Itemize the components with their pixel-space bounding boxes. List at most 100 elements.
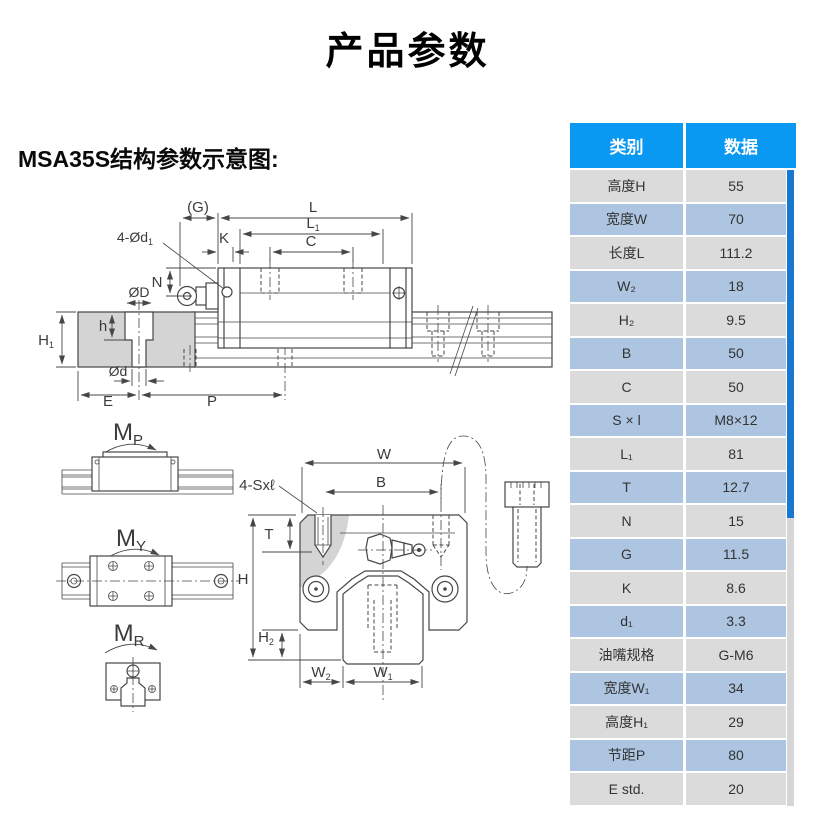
dim-label: W2 xyxy=(311,664,330,682)
param-label-cell: G xyxy=(570,538,683,570)
cap-screw xyxy=(504,481,550,568)
param-value-cell: 111.2 xyxy=(686,237,786,269)
dim-label: H2 xyxy=(258,629,274,647)
param-label-cell: H₂ xyxy=(570,304,683,336)
carriage-screws xyxy=(108,561,154,601)
param-label-cell: K xyxy=(570,572,683,604)
param-value-cell: 12.7 xyxy=(686,471,786,503)
param-value-cell: G-M6 xyxy=(686,639,786,671)
param-value-cell: 15 xyxy=(686,505,786,537)
dim-label: MP xyxy=(113,419,143,449)
bolt-leader xyxy=(440,435,528,595)
param-label-cell: C xyxy=(570,371,683,403)
param-value-cell: M8×12 xyxy=(686,404,786,436)
dim-label: C xyxy=(306,233,317,250)
param-value-cell: 29 xyxy=(686,706,786,738)
param-value-cell: 34 xyxy=(686,672,786,704)
dim-label: L1 xyxy=(306,215,319,233)
dim-label: h xyxy=(99,318,107,335)
page-title: 产品参数 xyxy=(325,31,490,73)
grease-nipple-front xyxy=(358,533,432,565)
param-label-cell: E std. xyxy=(570,773,683,805)
side-view xyxy=(56,213,553,401)
param-value-cell: 50 xyxy=(686,371,786,403)
dim-label: ØD xyxy=(129,284,150,300)
param-label-cell: 长度L xyxy=(570,237,683,269)
param-value-cell: 9.5 xyxy=(686,304,786,336)
table-scrollbar-thumb[interactable] xyxy=(787,170,794,518)
dim-label: 4-Sxℓ xyxy=(239,477,275,494)
dim-label: MR xyxy=(114,620,145,650)
param-label-cell: 节距P xyxy=(570,739,683,771)
param-label-cell: 高度H xyxy=(570,170,683,202)
table-scrollbar-track[interactable] xyxy=(787,170,794,806)
dim-label: H xyxy=(238,571,249,588)
column-header-category: 类别 xyxy=(570,123,683,168)
dim-label: E xyxy=(103,393,113,410)
dim-label: T xyxy=(264,526,273,543)
param-label-cell: 宽度W₁ xyxy=(570,672,683,704)
dim-label: Ød xyxy=(109,363,128,379)
table-header-row: 类别 数据 xyxy=(570,123,796,168)
param-label-cell: S × l xyxy=(570,404,683,436)
d1-hole xyxy=(221,286,233,298)
diagram-section-title: MSA35S结构参数示意图: xyxy=(18,146,279,172)
mp-arrow-icon xyxy=(103,443,157,454)
param-value-cell: 3.3 xyxy=(686,605,786,637)
param-label-cell: d₁ xyxy=(570,605,683,637)
param-label-cell: 高度H₁ xyxy=(570,706,683,738)
dim-label: W xyxy=(377,446,392,463)
break-line xyxy=(449,305,479,377)
dim-label: (G) xyxy=(187,199,209,216)
table-row: E std.20 xyxy=(570,773,796,805)
front-view xyxy=(248,435,550,700)
dim-label: P xyxy=(207,393,217,410)
param-label-cell: L₁ xyxy=(570,438,683,470)
dim-label: L xyxy=(309,199,317,216)
param-value-cell: 11.5 xyxy=(686,538,786,570)
column-header-data: 数据 xyxy=(686,123,796,168)
param-label-cell: 宽度W xyxy=(570,203,683,235)
param-value-cell: 50 xyxy=(686,337,786,369)
param-label-cell: T xyxy=(570,471,683,503)
param-value-cell: 55 xyxy=(686,170,786,202)
dim-label: 4-Ød1 xyxy=(117,229,153,247)
dim-label: H1 xyxy=(38,332,54,350)
dim-label: W1 xyxy=(373,664,392,682)
param-value-cell: 70 xyxy=(686,203,786,235)
param-label-cell: B xyxy=(570,337,683,369)
dim-label: K xyxy=(219,230,229,247)
dim-label: N xyxy=(152,274,163,291)
moment-diagrams xyxy=(56,443,239,712)
side-view-dimensions xyxy=(56,213,413,401)
param-value-cell: 20 xyxy=(686,773,786,805)
dim-label: B xyxy=(376,474,386,491)
param-label-cell: N xyxy=(570,505,683,537)
param-value-cell: 18 xyxy=(686,270,786,302)
param-value-cell: 8.6 xyxy=(686,572,786,604)
param-label-cell: 油嘴规格 xyxy=(570,639,683,671)
param-value-cell: 81 xyxy=(686,438,786,470)
dim-label: MY xyxy=(116,525,146,555)
